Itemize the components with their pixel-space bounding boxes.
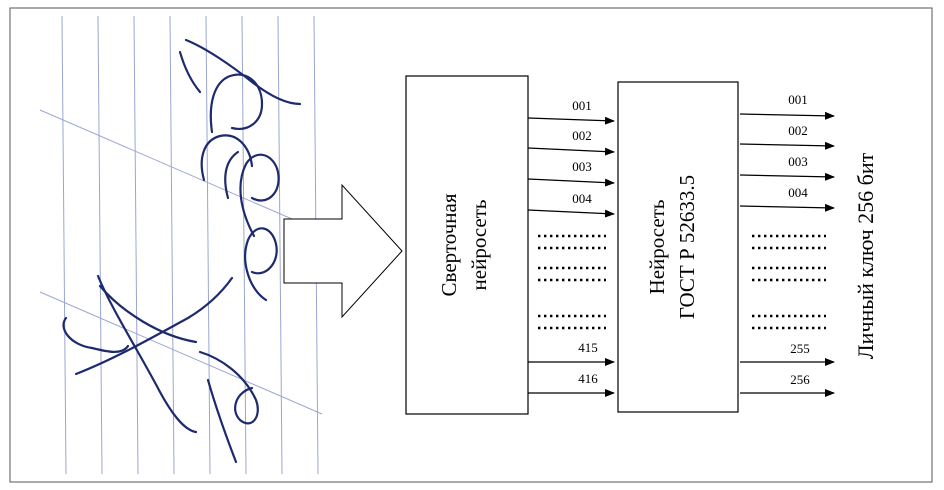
cnn-label-line1: Сверточная [437, 193, 461, 296]
gost-block: Нейросеть ГОСТ Р 52633.5 [617, 81, 739, 413]
outer-frame [9, 7, 933, 483]
cnn-output-label: 002 [572, 128, 592, 143]
connection-arrow [527, 178, 615, 187]
key-bit-label: 002 [788, 123, 808, 138]
key-bit-label: 001 [788, 92, 808, 107]
cnn-block: Сверточная нейросеть [405, 75, 529, 415]
input-flow-arrow [283, 183, 403, 319]
gost-label-line1: Нейросеть [645, 200, 669, 295]
gost-output-connections [739, 111, 835, 397]
key-bit-label: 256 [790, 372, 810, 387]
gost-block-label-2: ГОСТ Р 52633.5 [675, 175, 699, 319]
key-bit-arrow [739, 141, 835, 150]
cnn-label-line2: нейросеть [467, 200, 491, 291]
cnn-ellipsis-dots [538, 234, 606, 330]
key-bit-arrow [739, 203, 835, 212]
gost-block-label: Нейросеть [645, 200, 669, 295]
key-bit-label: 003 [788, 154, 808, 169]
gost-label-line2: ГОСТ Р 52633.5 [675, 175, 699, 319]
handwritten-signature-icon [39, 15, 323, 475]
gost-ellipsis-dots [752, 234, 826, 330]
cnn-output-label: 004 [572, 191, 592, 206]
cnn-output-label: 416 [578, 371, 598, 386]
cnn-block-label: Сверточная [437, 193, 461, 296]
cnn-block-label-2: нейросеть [467, 200, 491, 291]
signature-strokes [62, 38, 302, 464]
cnn-output-label: 003 [572, 159, 592, 174]
key-bit-arrow [739, 172, 835, 181]
personal-key-label: Личный ключ 256 бит [853, 152, 878, 359]
cnn-output-connections [527, 116, 615, 397]
signature-grid-lines [39, 15, 323, 475]
connection-arrow [527, 209, 615, 218]
connection-arrow [527, 116, 615, 125]
cnn-output-label: 001 [572, 98, 592, 113]
cnn-output-label: 415 [578, 340, 598, 355]
connection-arrow [527, 147, 615, 156]
key-bit-label: 255 [790, 341, 810, 356]
key-bit-label: 004 [788, 185, 808, 200]
key-bit-arrow [739, 111, 835, 120]
